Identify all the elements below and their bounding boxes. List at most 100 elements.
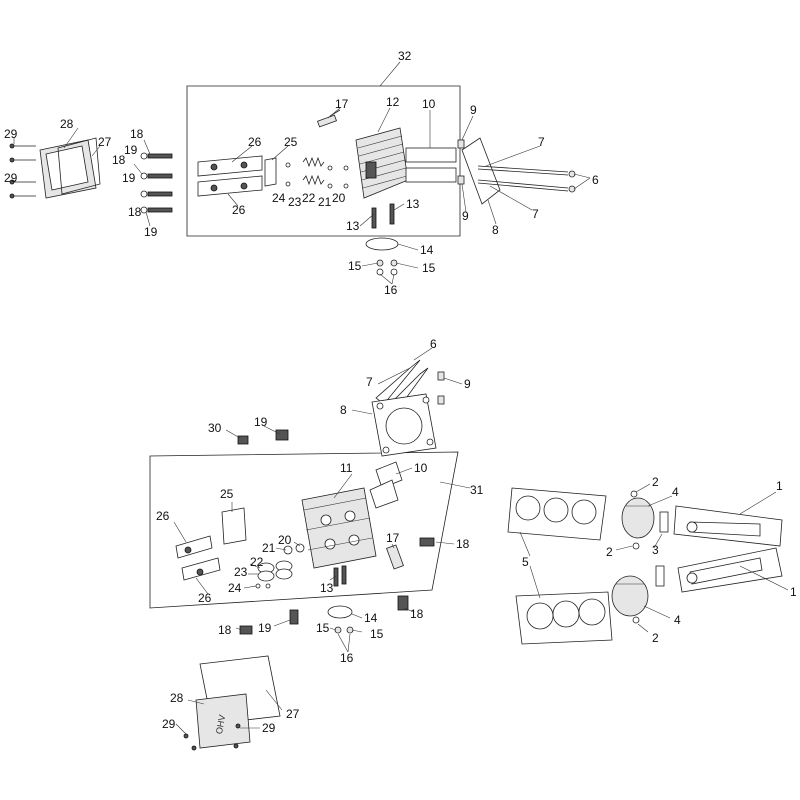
callout-13-top-a: 13 — [346, 219, 360, 233]
callout-10-top: 10 — [422, 97, 436, 111]
piston-4-upper — [621, 497, 655, 539]
callout-labels: 32 17 12 10 9 7 6 7 8 9 13 13 14 15 15 1… — [4, 49, 797, 735]
push-rod-caps-6 — [568, 170, 576, 193]
bolt-18-bottom — [397, 595, 409, 611]
callout-26-top-b: 26 — [232, 203, 246, 217]
callout-32: 32 — [398, 49, 412, 63]
exhaust-gasket-14-lower — [327, 605, 353, 619]
callout-9-mid: 9 — [464, 377, 471, 391]
callout-6-mid: 6 — [430, 337, 437, 351]
callout-17-mid: 17 — [386, 531, 400, 545]
studs-13 — [371, 203, 395, 229]
piston-rings-5-lower — [515, 591, 613, 645]
callout-7-top-a: 7 — [538, 135, 545, 149]
valve-cover-gasket-27 — [57, 137, 101, 195]
callout-16-top: 16 — [384, 283, 398, 297]
push-rod-guides-10-lower — [369, 461, 403, 509]
callout-29-top-a: 29 — [4, 127, 18, 141]
head-bolts-18 — [147, 153, 173, 213]
valve-keepers-20-24 — [285, 162, 349, 189]
callout-24-top: 24 — [272, 191, 286, 205]
callout-27-top: 27 — [98, 135, 112, 149]
cylinder-head-11 — [301, 487, 377, 569]
valve-springs-22 — [302, 156, 325, 186]
callout-21-top: 21 — [318, 195, 332, 209]
valve-retainers-20-21 — [283, 543, 305, 555]
callout-20-top: 20 — [332, 191, 346, 205]
callout-15-mid-a: 15 — [316, 621, 330, 635]
callout-19-mid: 19 — [254, 415, 268, 429]
callout-19-top-b: 19 — [122, 171, 136, 185]
callout-21-mid: 21 — [262, 541, 276, 555]
callout-4-a: 4 — [672, 485, 679, 499]
callout-18-mid-a: 18 — [456, 537, 470, 551]
callout-18-top-a: 18 — [130, 127, 144, 141]
lower-assembly: OHV — [149, 347, 789, 751]
callout-2-c: 2 — [652, 631, 659, 645]
rocker-arm-upper-26 — [197, 155, 263, 177]
callout-31: 31 — [470, 483, 484, 497]
callout-18-top-c: 18 — [128, 205, 142, 219]
callout-10-mid: 10 — [414, 461, 428, 475]
callout-13-top-b: 13 — [406, 197, 420, 211]
bolt-19-bottom — [289, 609, 299, 625]
callout-20-mid: 20 — [278, 533, 292, 547]
push-rods-7 — [477, 165, 569, 192]
callout-18-top-b: 18 — [112, 153, 126, 167]
head-bolt-washers-19 — [140, 152, 148, 214]
callout-4-b: 4 — [674, 613, 681, 627]
valve-springs-22-lower — [257, 560, 293, 582]
connecting-rod-1-upper — [673, 505, 783, 547]
callout-29-bottom-b: 29 — [262, 721, 276, 735]
dowel-pins-9-lower — [437, 371, 445, 405]
callout-18-mid-c: 18 — [218, 623, 232, 637]
push-rod-guides-10 — [405, 147, 457, 183]
callout-26-mid-a: 26 — [156, 509, 170, 523]
callout-26-top-a: 26 — [248, 135, 262, 149]
callout-28-bottom: 28 — [170, 691, 184, 705]
callout-23-mid: 23 — [234, 565, 248, 579]
valve-keepers-23-24 — [255, 583, 271, 589]
callout-16-mid: 16 — [340, 651, 354, 665]
rocker-arms-26-lower — [175, 535, 221, 581]
callout-19-top-a: 19 — [124, 143, 138, 157]
callout-15-top-b: 15 — [422, 261, 436, 275]
head-gasket-8 — [461, 137, 501, 205]
callout-19-top-c: 19 — [144, 225, 158, 239]
cover-bolts-29 — [9, 143, 36, 199]
bolt-19-top — [275, 429, 289, 441]
callout-15-top-a: 15 — [348, 259, 362, 273]
callout-14-top: 14 — [420, 243, 434, 257]
bolt-18-bottom-left — [239, 625, 253, 635]
piston-4-lower — [611, 575, 649, 617]
callout-9-top-a: 9 — [470, 103, 477, 117]
callout-2-b: 2 — [606, 545, 613, 559]
nuts-15-lower — [334, 626, 354, 634]
callout-29-top-b: 29 — [4, 171, 18, 185]
connecting-rod-1-lower — [677, 547, 783, 593]
cover-logo: OHV — [214, 714, 227, 735]
callout-22-mid: 22 — [250, 555, 264, 569]
callout-11: 11 — [340, 461, 353, 475]
callout-30: 30 — [208, 421, 222, 435]
callout-6-top: 6 — [592, 173, 599, 187]
callout-17-top: 17 — [335, 97, 349, 111]
callout-25-top: 25 — [284, 135, 298, 149]
callout-8-mid: 8 — [340, 403, 347, 417]
callout-22-top: 22 — [302, 191, 316, 205]
callout-13-mid: 13 — [320, 581, 334, 595]
assembly-frame-31 — [149, 451, 459, 609]
cylinder-head-12 — [355, 127, 409, 199]
callout-5: 5 — [522, 555, 529, 569]
exhaust-gasket-14 — [365, 237, 399, 251]
spark-plug-17-lower — [386, 544, 404, 570]
piston-rings-5-upper — [507, 487, 607, 541]
callout-1-b: 1 — [790, 585, 797, 599]
callout-12: 12 — [386, 95, 400, 109]
callout-25-mid: 25 — [220, 487, 234, 501]
piston-pins-3 — [655, 511, 669, 587]
callout-7-top-b: 7 — [532, 207, 539, 221]
callout-8-top: 8 — [492, 223, 499, 237]
